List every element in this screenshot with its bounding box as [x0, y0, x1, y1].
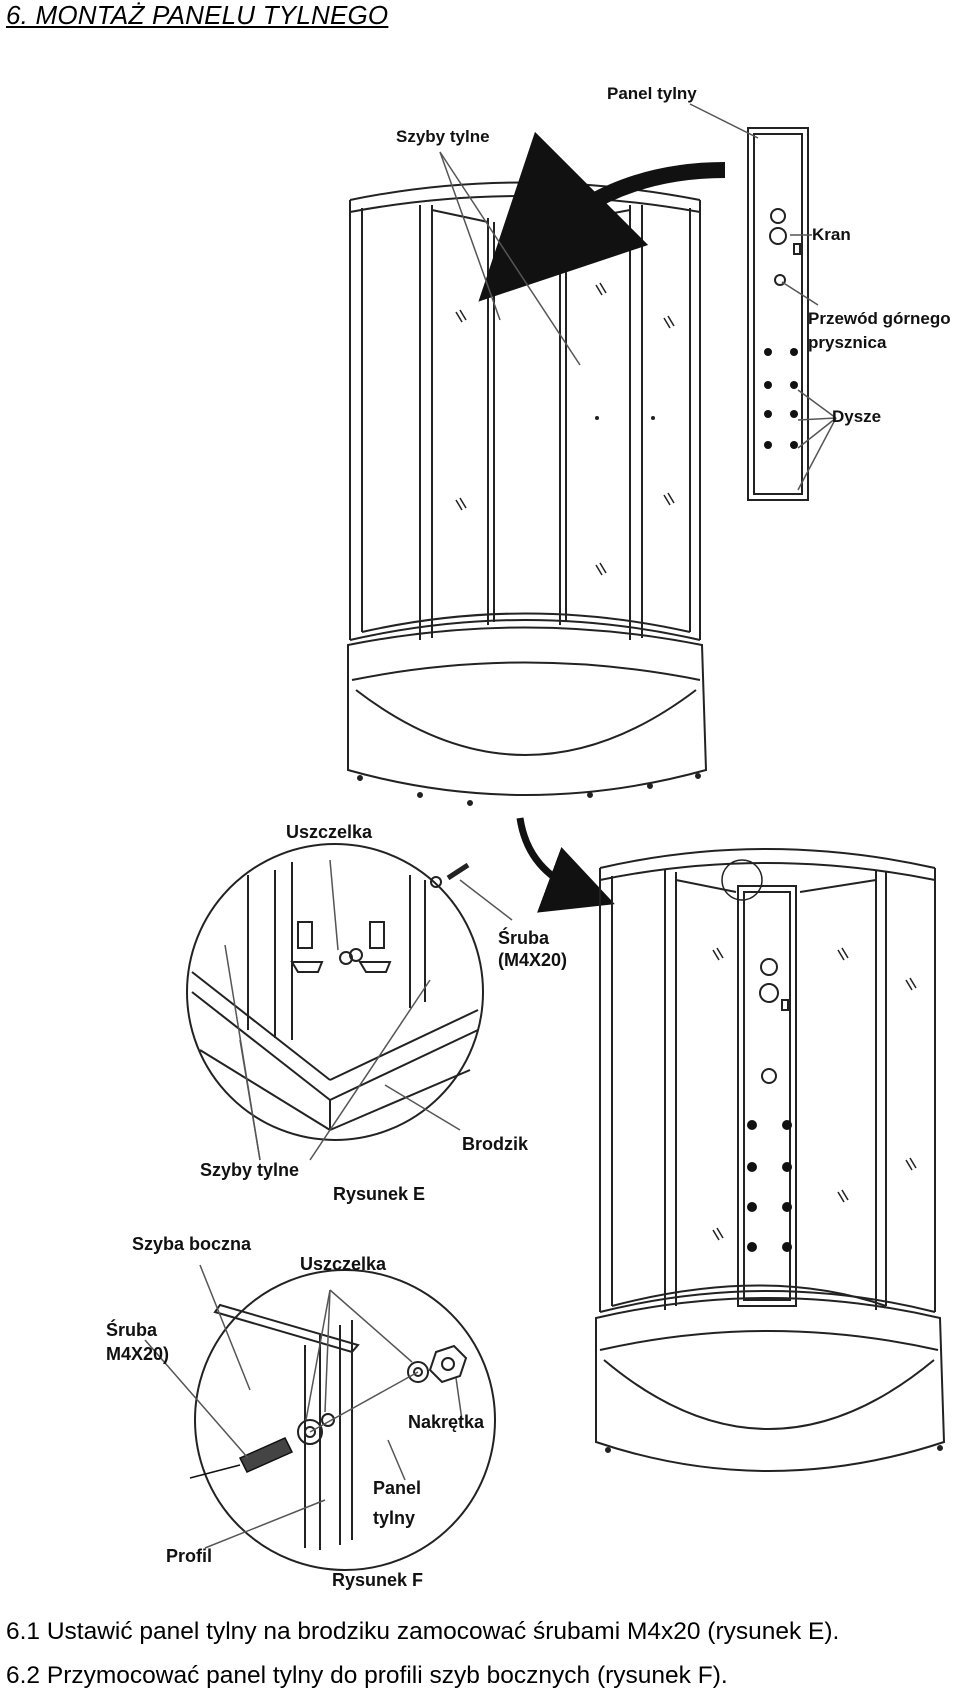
- nozzle-dots-assembled: [747, 1120, 792, 1252]
- label-rysunek-f: Rysunek F: [332, 1570, 423, 1590]
- assembly-illustration: Panel tylny Szyby tylne Kran Przewód gór…: [106, 84, 951, 1590]
- mount-arrow-bottom: [516, 817, 615, 913]
- instruction-step-6-2: 6.2 Przymocować panel tylny do profili s…: [6, 1662, 728, 1689]
- label-szyby-tylne-top: Szyby tylne: [396, 127, 490, 146]
- nozzle-dots-standalone: [764, 348, 798, 449]
- leader-lines-e: [224, 859, 513, 1161]
- leader-lines-top: [439, 103, 837, 491]
- label-nakretka: Nakrętka: [408, 1412, 485, 1432]
- shower-cabin-assembled: [595, 848, 946, 1472]
- label-uszczelka-e: Uszczelka: [286, 822, 373, 842]
- label-sruba-f-line1: Śruba: [106, 1319, 158, 1340]
- shower-cabin-top: [347, 181, 708, 806]
- label-sruba-e-line1: Śruba: [498, 927, 550, 948]
- label-profil: Profil: [166, 1546, 212, 1566]
- label-sruba-e-line2: (M4X20): [498, 950, 567, 970]
- glass-marks-assembled: [712, 947, 917, 1241]
- label-panel-tylny: Panel tylny: [607, 84, 697, 103]
- label-szyby-tylne-e: Szyby tylne: [200, 1160, 299, 1180]
- section-heading: 6. MONTAŻ PANELU TYLNEGO: [6, 0, 389, 30]
- label-szyba-boczna: Szyba boczna: [132, 1234, 252, 1254]
- label-kran: Kran: [812, 225, 851, 244]
- label-przewod-line2: prysznica: [808, 333, 887, 352]
- label-sruba-f-line2: M4X20): [106, 1344, 169, 1364]
- label-rysunek-e: Rysunek E: [333, 1184, 425, 1204]
- label-panel-f-line2: tylny: [373, 1508, 415, 1528]
- label-uszczelka-f: Uszczelka: [300, 1254, 387, 1274]
- label-dysze: Dysze: [832, 407, 881, 426]
- instruction-step-6-1: 6.1 Ustawić panel tylny na brodziku zamo…: [6, 1618, 840, 1645]
- screw-f: [189, 1437, 294, 1479]
- detail-e: [186, 843, 484, 1141]
- detail-f: [194, 1269, 496, 1571]
- back-panel-standalone: [747, 127, 809, 501]
- label-panel-f-line1: Panel: [373, 1478, 421, 1498]
- label-przewod-line1: Przewód górnego: [808, 309, 951, 328]
- label-brodzik: Brodzik: [462, 1134, 529, 1154]
- mount-arrow-top: [478, 131, 726, 302]
- leader-lines-f: [144, 1264, 463, 1549]
